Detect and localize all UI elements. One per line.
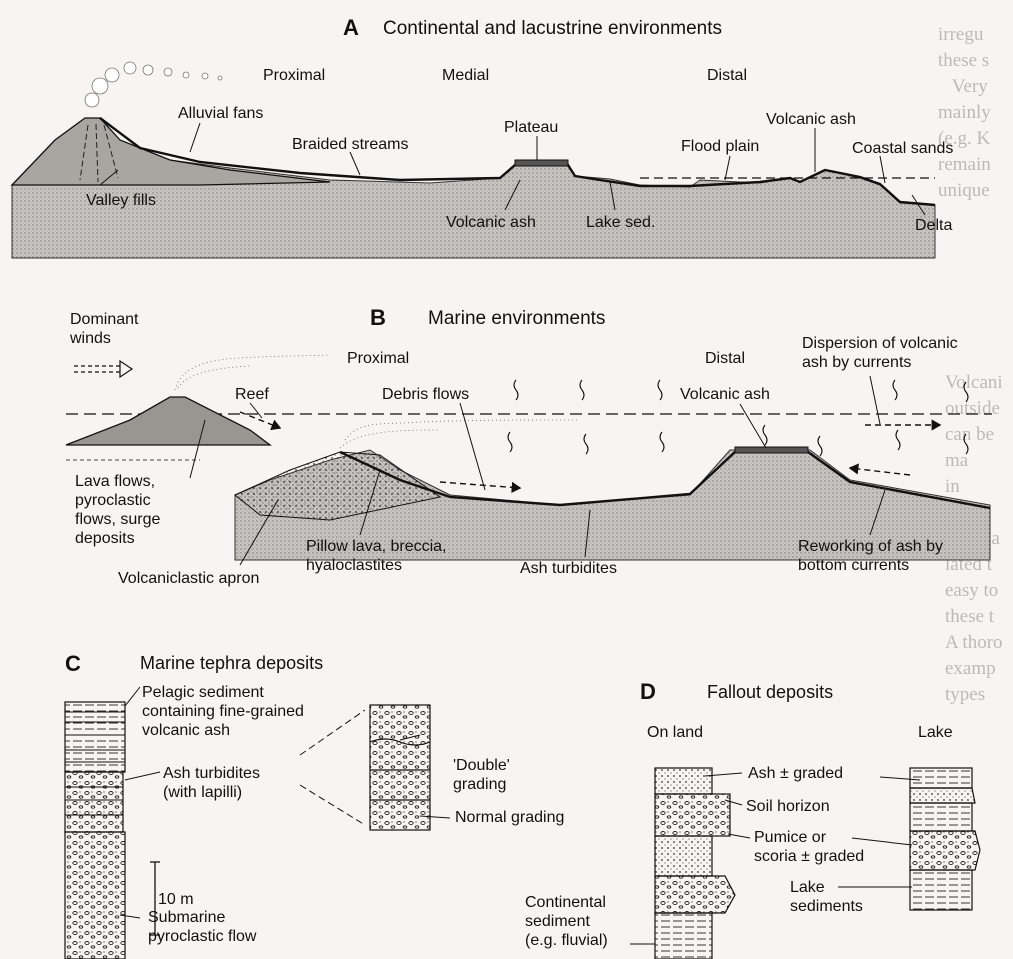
label-soil-horizon: Soil horizon xyxy=(746,797,830,816)
label-volcanic-ash-b: Volcanic ash xyxy=(680,385,770,404)
panel-a-title: Continental and lacustrine environments xyxy=(383,18,722,40)
panel-b-guyot-cap xyxy=(735,447,808,453)
label-double-grading: 'Double' grading xyxy=(453,756,510,794)
column-c-turbidites xyxy=(65,772,123,832)
label-delta: Delta xyxy=(915,216,952,235)
panel-b-diagram xyxy=(66,355,992,565)
label-continental-sediment: Continental sediment (e.g. fluvial) xyxy=(525,893,608,950)
label-volcaniclastic-apron: Volcaniclastic apron xyxy=(118,569,259,588)
panel-d-letter: D xyxy=(640,680,656,704)
label-flood-plain: Flood plain xyxy=(681,137,759,156)
panel-b-plume xyxy=(340,420,580,448)
zone-proximal-b: Proximal xyxy=(347,349,409,368)
panel-a-letter: A xyxy=(343,16,359,40)
label-dispersion: Dispersion of volcanic ash by currents xyxy=(802,334,958,372)
zone-medial-a: Medial xyxy=(442,66,489,85)
label-pelagic: Pelagic sediment containing fine-grained… xyxy=(142,683,304,740)
column-d-fine xyxy=(655,836,712,876)
label-normal-grading: Normal grading xyxy=(455,808,564,827)
label-valley-fills: Valley fills xyxy=(86,191,156,210)
detail-inset xyxy=(370,705,430,830)
label-reworking: Reworking of ash by bottom currents xyxy=(798,537,943,575)
label-reef: Reef xyxy=(235,385,269,404)
panel-a-plume xyxy=(85,62,222,107)
panel-c-letter: C xyxy=(65,652,81,676)
label-ash-turbidites-c: Ash turbidites (with lapilli) xyxy=(163,764,260,802)
label-coastal-sands: Coastal sands xyxy=(852,139,953,158)
label-lake: Lake xyxy=(918,723,953,742)
column-lake-pumice xyxy=(910,831,980,870)
label-submarine-pyroclastic: Submarine pyroclastic flow xyxy=(148,908,256,946)
label-volcanic-ash-a-bottom: Volcanic ash xyxy=(446,213,536,232)
column-d-ash xyxy=(655,768,712,794)
label-braided-streams: Braided streams xyxy=(292,135,409,154)
panel-a-plateau-cap xyxy=(515,160,568,166)
label-on-land: On land xyxy=(647,723,703,742)
panel-c-title: Marine tephra deposits xyxy=(140,652,323,674)
panel-d-title: Fallout deposits xyxy=(707,681,833,703)
column-lake-lower xyxy=(910,870,972,910)
column-d-continental xyxy=(655,913,712,959)
column-d-pumice xyxy=(655,876,735,913)
label-ash-turbidites-b: Ash turbidites xyxy=(520,559,617,578)
label-lake-sed: Lake sed. xyxy=(586,213,655,232)
zone-distal-a: Distal xyxy=(707,66,747,85)
label-plateau: Plateau xyxy=(504,118,558,137)
panel-b-island-volcano xyxy=(66,397,270,445)
label-pumice: Pumice or scoria ± graded xyxy=(754,828,864,866)
column-c-pyroclastic xyxy=(65,832,125,959)
column-lake-upper xyxy=(910,768,972,788)
label-alluvial-fans: Alluvial fans xyxy=(178,104,263,123)
label-pillow-lava: Pillow lava, breccia, hyaloclastites xyxy=(306,537,447,575)
panel-a-ground xyxy=(12,120,935,258)
dominant-winds-arrow xyxy=(74,366,120,372)
panel-b-title: Marine environments xyxy=(428,308,605,330)
panel-b-letter: B xyxy=(370,306,386,330)
zone-distal-b: Distal xyxy=(705,349,745,368)
label-dominant-winds: Dominant winds xyxy=(70,310,138,348)
label-volcanic-ash-a-top: Volcanic ash xyxy=(766,110,856,129)
column-d-soil xyxy=(655,794,730,836)
zone-proximal-a: Proximal xyxy=(263,66,325,85)
label-ash-graded: Ash ± graded xyxy=(748,764,843,783)
label-debris-flows: Debris flows xyxy=(382,385,469,404)
label-lava-flows: Lava flows, pyroclastic flows, surge dep… xyxy=(75,472,160,548)
label-scale-10m: 10 m xyxy=(158,890,194,909)
label-lake-sediments: Lake sediments xyxy=(790,878,863,916)
